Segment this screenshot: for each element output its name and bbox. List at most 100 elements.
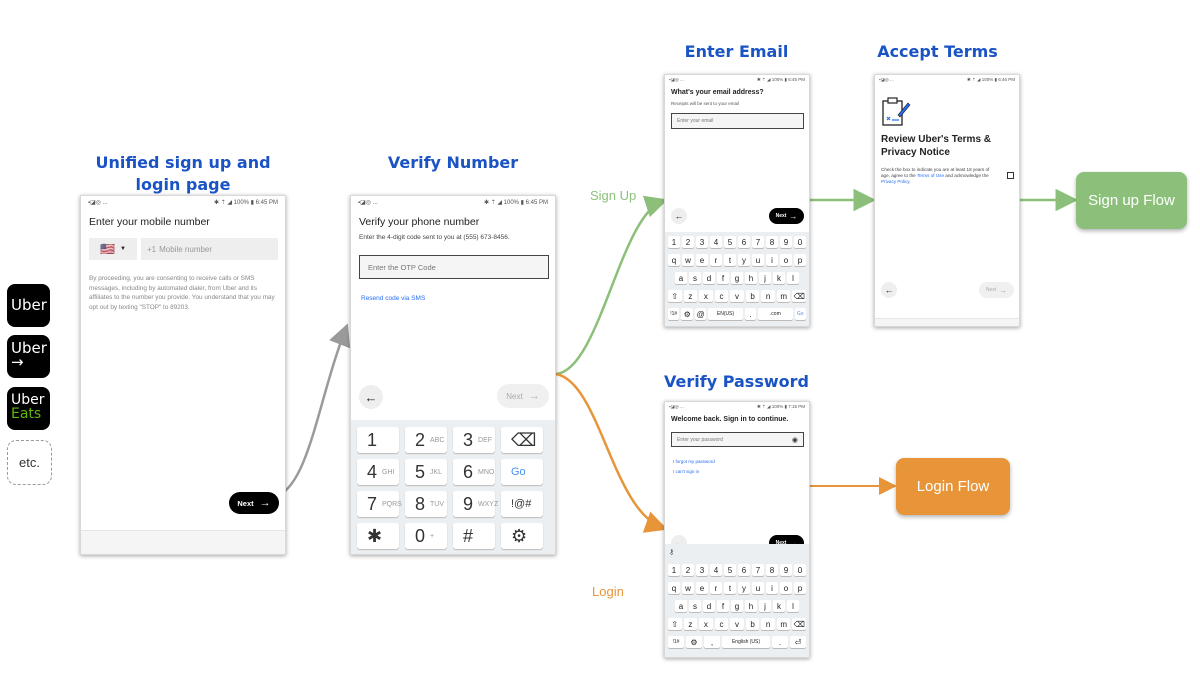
keypad-key[interactable]: 1 — [357, 427, 399, 453]
keyboard-key[interactable]: e — [696, 582, 708, 594]
keyboard-key[interactable]: j — [759, 600, 771, 612]
keyboard-key[interactable]: w — [682, 582, 694, 594]
keyboard-key[interactable]: English (US) — [722, 636, 770, 648]
keyboard-key[interactable]: 9 — [780, 236, 792, 248]
resend-code-link[interactable]: Resend code via SMS — [361, 295, 426, 302]
keyboard-key[interactable]: g — [731, 272, 743, 284]
keyboard-key[interactable]: 0 — [794, 564, 806, 576]
keyboard-key[interactable]: 8 — [766, 564, 778, 576]
keyboard-key[interactable]: u — [752, 254, 764, 266]
email-input[interactable]: Enter your email — [671, 113, 804, 129]
cant-sign-in-link[interactable]: I can't sign in — [673, 469, 700, 474]
keypad-key[interactable]: ⚙ — [501, 523, 543, 549]
next-button[interactable]: Next→ — [769, 208, 804, 224]
keyboard-key[interactable]: t — [724, 582, 736, 594]
keypad-key[interactable]: ✱ — [357, 523, 399, 549]
keyboard-key[interactable]: 5 — [724, 564, 736, 576]
keyboard-key[interactable]: v — [730, 618, 744, 630]
keyboard-key[interactable]: 1 — [668, 564, 680, 576]
keyboard-key[interactable]: b — [745, 618, 760, 630]
keypad-key[interactable]: ⌫ — [501, 427, 543, 453]
keyboard-key[interactable]: d — [703, 272, 715, 284]
keyboard-key[interactable]: y — [738, 254, 750, 266]
keyboard-key[interactable]: n — [761, 618, 775, 630]
keyboard-key[interactable]: e — [696, 254, 708, 266]
keyboard-key[interactable]: ⚙ — [686, 636, 702, 648]
keyboard-key[interactable]: 7 — [752, 236, 764, 248]
keyboard-key[interactable]: ⌫ — [792, 290, 807, 302]
keyboard-key[interactable]: h — [745, 272, 757, 284]
keyboard-key[interactable]: b — [745, 290, 760, 302]
next-button[interactable]: Next→ — [497, 384, 549, 408]
keyboard-key[interactable]: . — [772, 636, 788, 648]
keypad-key[interactable]: 0+ — [405, 523, 447, 549]
keyboard-key[interactable]: a — [675, 600, 687, 612]
keyboard-key[interactable]: m — [776, 290, 791, 302]
keypad-key[interactable]: !@# — [501, 491, 543, 517]
keyboard-key[interactable]: 4 — [710, 564, 722, 576]
keyboard-key[interactable]: 7 — [752, 564, 764, 576]
keyboard-key[interactable]: q — [668, 582, 680, 594]
keyboard-key[interactable]: 3 — [696, 236, 708, 248]
back-button[interactable]: ← — [881, 282, 897, 298]
back-button[interactable]: ← — [359, 385, 383, 409]
age-agree-checkbox[interactable] — [1007, 172, 1014, 179]
keyboard-key[interactable]: q — [668, 254, 680, 266]
keyboard-key[interactable]: w — [682, 254, 694, 266]
keyboard-key[interactable]: c — [714, 618, 729, 630]
password-input[interactable]: Enter your password◉ — [671, 432, 804, 447]
keyboard-key[interactable]: 2 — [682, 564, 694, 576]
keyboard-key[interactable]: k — [773, 600, 785, 612]
back-button[interactable]: ← — [671, 208, 687, 224]
keyboard-key[interactable]: l — [787, 272, 799, 284]
keyboard-key[interactable]: n — [761, 290, 775, 302]
next-button[interactable]: Next→ — [979, 282, 1014, 298]
keyboard-key[interactable]: , — [704, 636, 720, 648]
keyboard-key[interactable]: m — [776, 618, 791, 630]
privacy-policy-link[interactable]: Privacy Policy — [881, 179, 910, 184]
keyboard-key[interactable]: Go — [794, 308, 806, 320]
keyboard-key[interactable]: ⚙ — [681, 308, 693, 320]
keypad-key[interactable]: Go — [501, 459, 543, 485]
keyboard-key[interactable]: f — [717, 272, 729, 284]
keyboard-key[interactable]: f — [717, 600, 729, 612]
keyboard-key[interactable]: 3 — [696, 564, 708, 576]
keyboard-key[interactable]: !1# — [668, 636, 684, 648]
keyboard-key[interactable]: z — [683, 290, 698, 302]
keyboard-key[interactable]: @ — [694, 308, 707, 320]
next-button[interactable]: Next→ — [229, 492, 279, 514]
keyboard-key[interactable]: t — [724, 254, 736, 266]
keyboard-key[interactable]: 2 — [682, 236, 694, 248]
otp-input[interactable]: Enter the OTP Code — [359, 255, 549, 279]
keyboard-key[interactable]: v — [730, 290, 744, 302]
terms-of-use-link[interactable]: Terms of Use — [916, 173, 944, 178]
keyboard-key[interactable]: EN(US) — [708, 308, 743, 320]
keyboard-key[interactable]: u — [752, 582, 764, 594]
keyboard-key[interactable]: k — [773, 272, 785, 284]
keypad-key[interactable]: # — [453, 523, 495, 549]
keyboard-key[interactable]: g — [731, 600, 743, 612]
keyboard-key[interactable]: p — [794, 582, 806, 594]
keyboard-key[interactable]: o — [780, 582, 792, 594]
keyboard-key[interactable]: z — [683, 618, 698, 630]
eye-icon[interactable]: ◉ — [791, 436, 798, 444]
keyboard-key[interactable]: s — [689, 272, 701, 284]
keyboard-key[interactable]: s — [689, 600, 701, 612]
keyboard-key[interactable]: ⇧ — [667, 290, 682, 302]
keyboard-key[interactable]: a — [675, 272, 687, 284]
keyboard-key[interactable]: 6 — [738, 236, 750, 248]
keyboard-key[interactable]: i — [766, 254, 778, 266]
keyboard-key[interactable]: 9 — [780, 564, 792, 576]
keyboard-key[interactable]: i — [766, 582, 778, 594]
country-selector[interactable]: 🇺🇸▼ — [89, 238, 137, 260]
keyboard-key[interactable]: ⏎ — [790, 636, 806, 648]
keyboard-key[interactable]: l — [787, 600, 799, 612]
keyboard-key[interactable]: h — [745, 600, 757, 612]
